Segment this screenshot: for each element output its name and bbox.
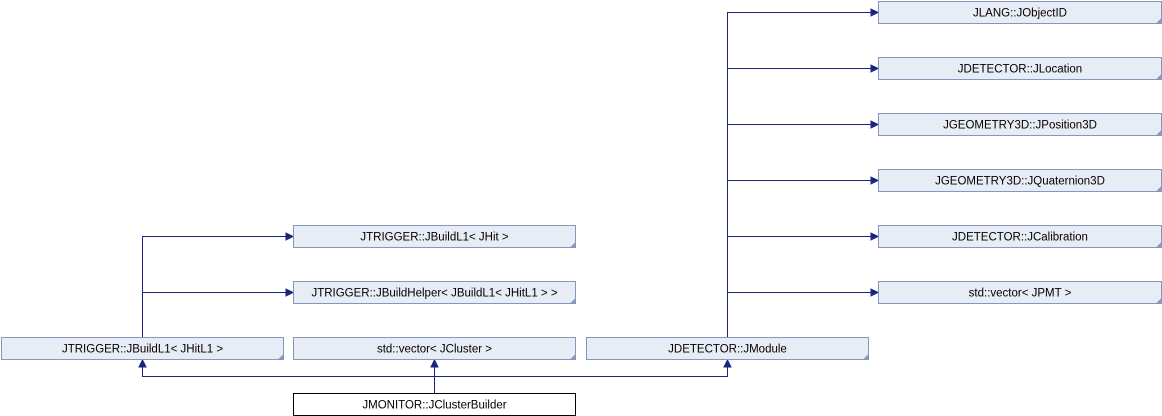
edge-line <box>727 292 871 337</box>
inheritance-edge-jbuildl1-jhitl1-to-jbuildhelper <box>142 288 295 337</box>
arrowhead-icon <box>870 232 880 241</box>
class-node-jbuildl1-jhit[interactable]: JTRIGGER::JBuildL1< JHit > <box>293 225 576 248</box>
edge-line <box>434 367 728 393</box>
class-box <box>1 337 284 360</box>
class-node-jposition3d[interactable]: JGEOMETRY3D::JPosition3D <box>878 113 1162 136</box>
edge-line <box>727 12 871 337</box>
fold-corner-icon <box>863 354 869 360</box>
arrowhead-icon <box>870 120 880 129</box>
class-node-vector-jcluster[interactable]: std::vector< JCluster > <box>293 337 576 360</box>
class-label: JDETECTOR::JCalibration <box>952 232 1088 244</box>
class-node-vector-jpmt[interactable]: std::vector< JPMT > <box>878 281 1162 304</box>
fold-corner-icon <box>1156 298 1162 304</box>
inheritance-edge-jmodule-to-jcalibration <box>727 232 880 337</box>
arrowhead-icon <box>430 358 439 368</box>
class-box <box>293 337 576 360</box>
class-label: JGEOMETRY3D::JPosition3D <box>943 120 1097 132</box>
inheritance-edge-jmodule-to-jquaternion3d <box>727 176 880 337</box>
class-node-jcalibration[interactable]: JDETECTOR::JCalibration <box>878 225 1162 248</box>
fold-corner-icon <box>570 242 576 248</box>
edge-line <box>142 236 286 337</box>
class-label: JTRIGGER::JBuildL1< JHitL1 > <box>62 344 223 356</box>
class-label: JGEOMETRY3D::JQuaternion3D <box>935 176 1105 188</box>
class-node-jlocation[interactable]: JDETECTOR::JLocation <box>878 57 1162 80</box>
inheritance-edge-jmodule-to-jposition3d <box>727 120 880 337</box>
edge-line <box>727 236 871 337</box>
class-label: JDETECTOR::JLocation <box>958 64 1082 76</box>
class-node-jbuildhelper[interactable]: JTRIGGER::JBuildHelper< JBuildL1< JHitL1… <box>293 281 576 304</box>
class-label: JLANG::JObjectID <box>973 8 1067 20</box>
fold-corner-icon <box>570 354 576 360</box>
inheritance-edge-jmodule-to-vector-jpmt <box>727 288 880 337</box>
fold-corner-icon <box>278 354 284 360</box>
fold-corner-icon <box>570 298 576 304</box>
arrowhead-icon <box>723 358 732 368</box>
class-node-jbuildl1-jhitl1[interactable]: JTRIGGER::JBuildL1< JHitL1 > <box>1 337 284 360</box>
class-label: JMONITOR::JClusterBuilder <box>362 400 506 412</box>
arrowhead-icon <box>870 176 880 185</box>
edge-line <box>727 180 871 337</box>
class-label: JTRIGGER::JBuildHelper< JBuildL1< JHitL1… <box>311 288 557 300</box>
class-box <box>293 281 576 304</box>
class-label: JTRIGGER::JBuildL1< JHit > <box>360 232 509 244</box>
arrowhead-icon <box>138 358 147 368</box>
fold-corner-icon <box>1156 18 1162 24</box>
edges-layer <box>138 8 880 393</box>
class-node-jclusterbuilder[interactable]: JMONITOR::JClusterBuilder <box>293 393 576 416</box>
class-node-jmodule[interactable]: JDETECTOR::JModule <box>586 337 869 360</box>
inheritance-edge-jclusterbuilder-to-jbuildl1-jhitl1 <box>138 358 435 393</box>
class-node-jquaternion3d[interactable]: JGEOMETRY3D::JQuaternion3D <box>878 169 1162 192</box>
fold-corner-icon <box>1156 130 1162 136</box>
fold-corner-icon <box>1156 242 1162 248</box>
inheritance-edge-jclusterbuilder-to-jmodule <box>434 358 732 393</box>
edge-line <box>727 124 871 337</box>
fold-corner-icon <box>1156 74 1162 80</box>
fold-corner-icon <box>1156 186 1162 192</box>
class-box <box>586 337 869 360</box>
edge-line <box>727 68 871 337</box>
class-box <box>293 225 576 248</box>
inheritance-edge-jmodule-to-jobjectid <box>727 8 880 337</box>
arrowhead-icon <box>285 288 295 297</box>
edge-line <box>142 367 435 393</box>
class-label: JDETECTOR::JModule <box>668 344 787 356</box>
class-label: std::vector< JCluster > <box>377 344 492 356</box>
inheritance-edge-jmodule-to-jlocation <box>727 64 880 337</box>
arrowhead-icon <box>285 232 295 241</box>
class-node-jobjectid[interactable]: JLANG::JObjectID <box>878 1 1162 24</box>
arrowhead-icon <box>870 64 880 73</box>
arrowhead-icon <box>870 288 880 297</box>
class-label: std::vector< JPMT > <box>969 288 1072 300</box>
inheritance-edge-jbuildl1-jhitl1-to-jbuildl1-jhit <box>142 232 295 337</box>
arrowhead-icon <box>870 8 880 17</box>
edge-line <box>142 292 286 337</box>
